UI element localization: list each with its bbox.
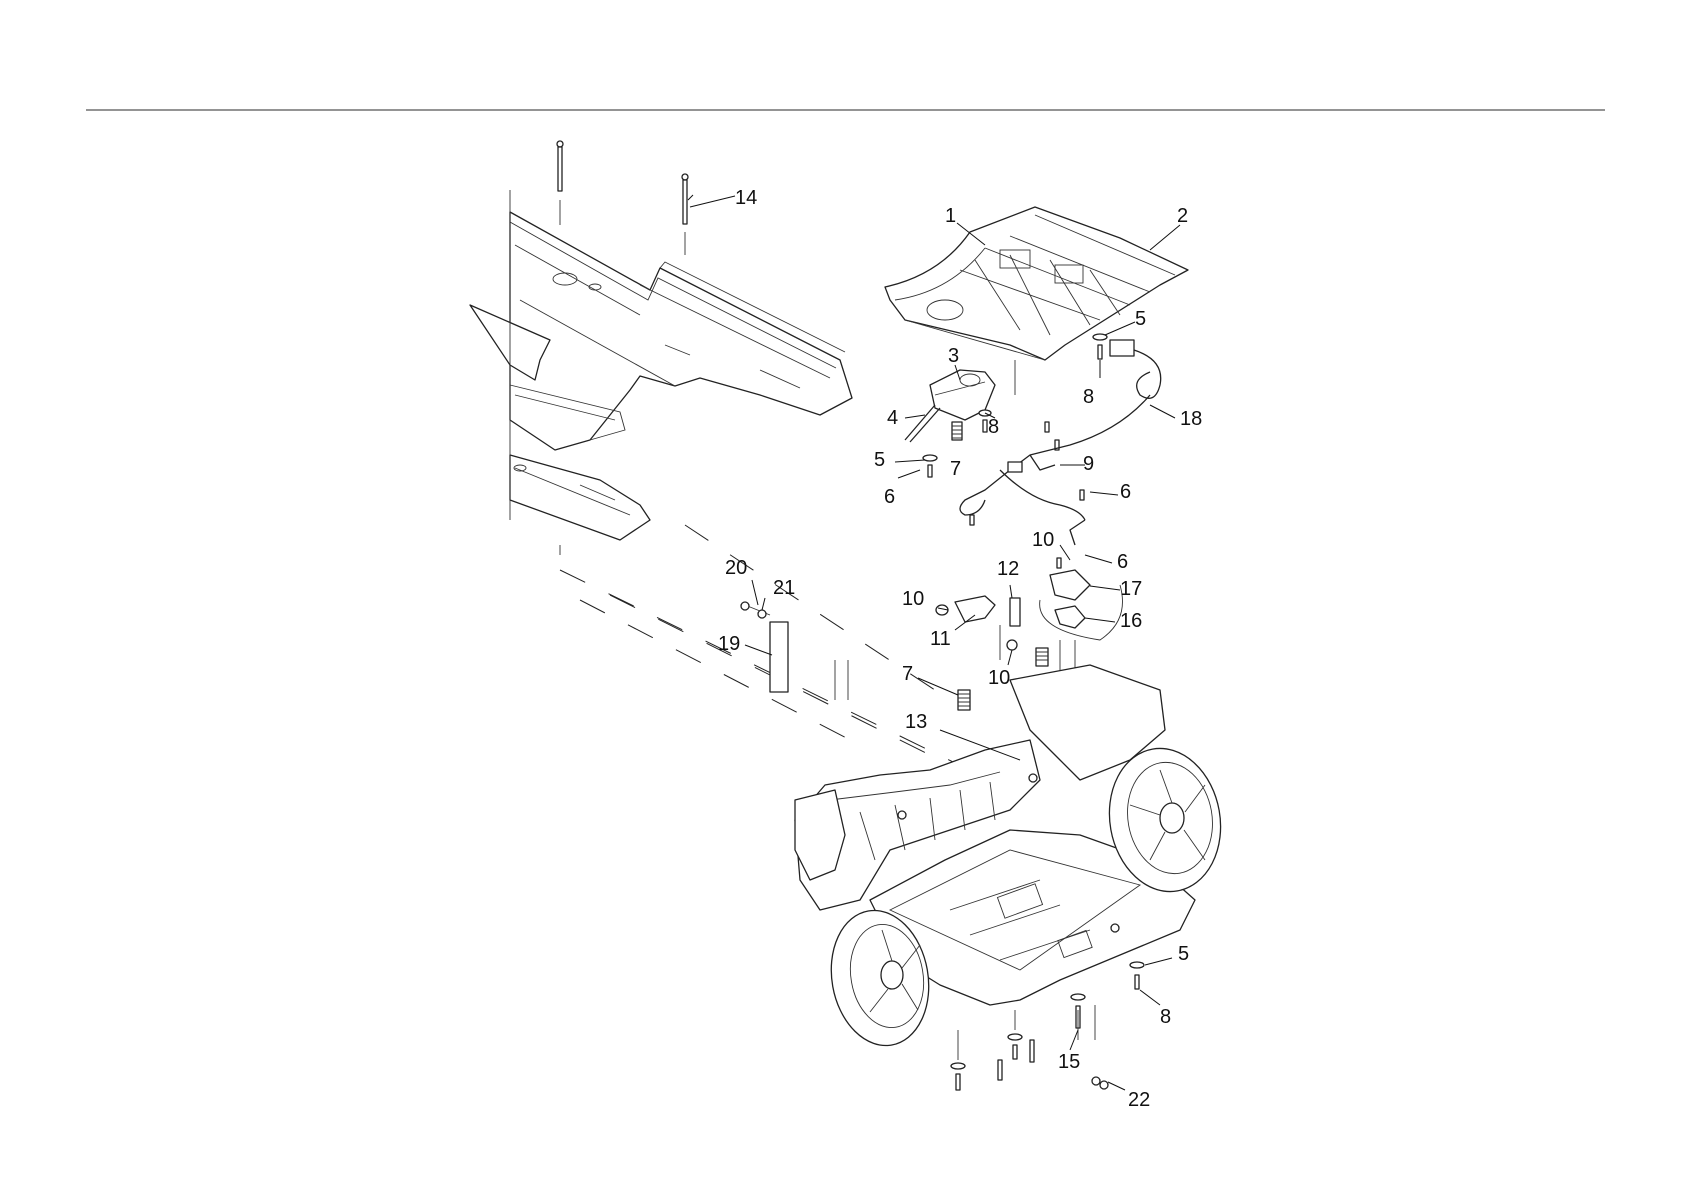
callout-8-top: 8 (1083, 386, 1094, 408)
callout-13: 13 (905, 711, 927, 733)
callout-6-mid: 6 (1120, 481, 1131, 503)
callout-4: 4 (887, 407, 898, 429)
sensor-plate (1040, 570, 1123, 680)
callout-6-left: 6 (884, 486, 895, 508)
chassis-plate (470, 190, 852, 555)
long-bolt-right (682, 174, 688, 255)
callout-21: 21 (773, 577, 795, 599)
callout-5-mid: 5 (874, 449, 885, 471)
callout-3: 3 (948, 345, 959, 367)
spring-lower (958, 690, 970, 710)
callout-12: 12 (997, 558, 1019, 580)
callout-8-bottom: 8 (1160, 1006, 1171, 1028)
callout-10-top: 10 (1032, 529, 1054, 551)
handle-bracket (905, 370, 995, 442)
spring-upper (952, 422, 962, 440)
callout-16: 16 (1120, 610, 1142, 632)
callout-11: 11 (930, 628, 951, 650)
callout-8-mid: 8 (988, 416, 999, 438)
callout-15: 15 (1058, 1051, 1080, 1073)
callout-18: 18 (1180, 408, 1202, 430)
callout-5-bottom: 5 (1178, 943, 1189, 965)
callout-20: 20 (725, 557, 747, 579)
spring-middle (1036, 648, 1048, 666)
callout-1: 1 (945, 205, 956, 227)
callout-19: 19 (718, 633, 740, 655)
callout-17: 17 (1120, 578, 1142, 600)
callout-2: 2 (1177, 205, 1188, 227)
top-cover (885, 207, 1188, 395)
callout-7-lower: 7 (902, 663, 913, 685)
callout-6-right: 6 (1117, 551, 1128, 573)
callout-14: 14 (735, 187, 757, 209)
callout-10-left: 10 (902, 588, 924, 610)
callout-7-upper: 7 (950, 458, 961, 480)
callout-22: 22 (1128, 1089, 1150, 1111)
mower-body (795, 665, 1232, 1053)
side-strip (741, 602, 848, 700)
cable-harness (960, 340, 1161, 545)
callout-9: 9 (1083, 453, 1094, 475)
long-bolt-left (557, 141, 563, 225)
callout-5-top: 5 (1135, 308, 1146, 330)
callout-10-bottom: 10 (988, 667, 1010, 689)
